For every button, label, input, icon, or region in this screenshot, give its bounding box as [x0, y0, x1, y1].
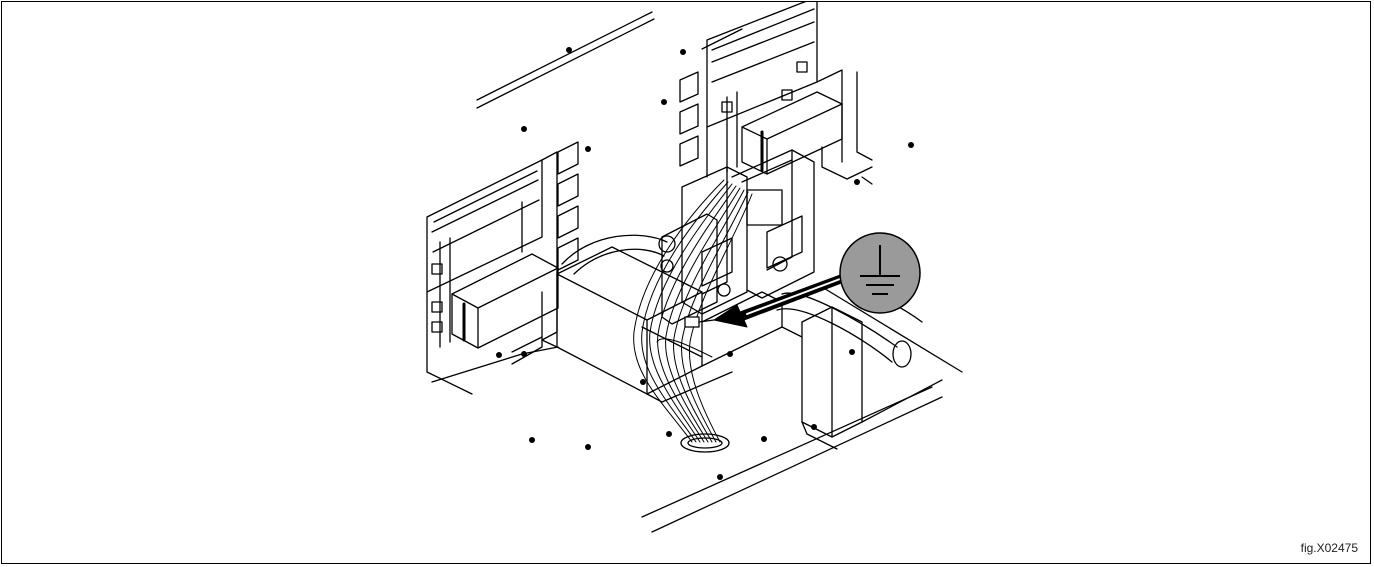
pipe	[561, 234, 668, 275]
top-rail	[476, 11, 743, 109]
valve-assembly	[658, 149, 815, 325]
ground-symbol	[839, 232, 921, 314]
floor	[431, 176, 963, 533]
ground-connector	[684, 316, 715, 328]
screws	[496, 47, 914, 480]
figure-label: fig.X02475	[1300, 541, 1358, 555]
grommet	[680, 433, 730, 453]
right-cabinet	[679, 2, 873, 180]
left-cabinet	[426, 141, 579, 395]
bracket	[801, 306, 863, 450]
wire-harness	[633, 179, 753, 443]
